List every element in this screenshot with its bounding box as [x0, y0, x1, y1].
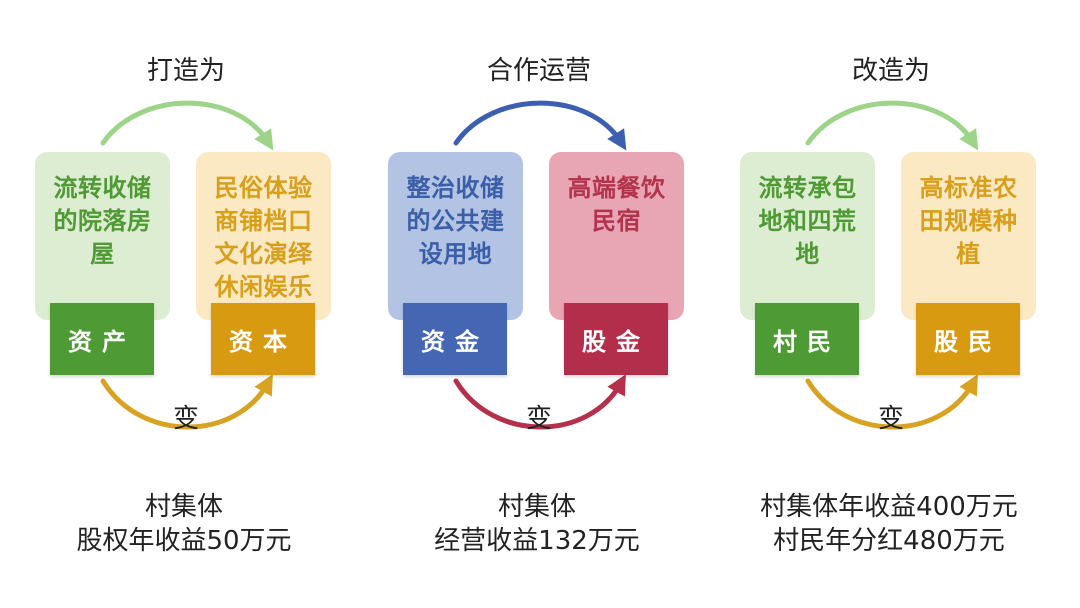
transform-label: 改造为 [851, 56, 930, 86]
result-text: 村集体股权年收益50万元 [34, 490, 334, 558]
change-label: 变 [877, 404, 904, 434]
result-line-2: 股权年收益50万元 [76, 526, 292, 556]
group-3: 改造为流转承包 地和四荒 地高标准农 田规模种 植村民股民变村集体年收益400万… [705, 0, 1065, 608]
left-tag: 资金 [403, 303, 507, 375]
result-line-1: 村集体年收益400万元 [760, 492, 1018, 522]
result-line-2: 村民年分红480万元 [773, 526, 1005, 556]
right-tag: 股金 [564, 303, 668, 375]
change-label: 变 [172, 404, 199, 434]
result-line-1: 村集体 [144, 492, 223, 522]
left-card-text: 整治收储 的公共建 设用地 [406, 174, 505, 268]
group-1: 打造为流转收储 的院落房 屋民俗体验 商铺档口 文化演绎 休闲娱乐资产资本变村集… [0, 0, 360, 608]
group-2: 合作运营整治收储 的公共建 设用地 高端餐饮 民宿资金股金变村集体经营收益132万… [353, 0, 713, 608]
right-tag: 资本 [211, 303, 315, 375]
right-card-text: 民俗体验 商铺档口 文化演绎 休闲娱乐 [214, 174, 313, 301]
right-tag: 股民 [916, 303, 1020, 375]
left-tag: 村民 [755, 303, 859, 375]
left-tag: 资产 [50, 303, 154, 375]
left-card: 整治收储 的公共建 设用地 [388, 152, 523, 320]
arrows-layer [453, 100, 627, 430]
right-card: 民俗体验 商铺档口 文化演绎 休闲娱乐 [196, 152, 331, 320]
right-card-text: 高标准农 田规模种 植 [919, 174, 1018, 268]
top-arrow [453, 100, 627, 151]
left-card: 流转收储 的院落房 屋 [35, 152, 170, 320]
top-arrow [100, 100, 274, 151]
transform-label: 打造为 [146, 56, 225, 86]
bottom-arrow [100, 374, 273, 430]
result-text: 村集体经营收益132万元 [387, 490, 687, 558]
bottom-arrow [453, 374, 626, 430]
transform-label: 合作运营 [486, 56, 591, 86]
right-card: 高端餐饮 民宿 [549, 152, 684, 320]
right-card: 高标准农 田规模种 植 [901, 152, 1036, 320]
arrows-layer [805, 100, 979, 430]
top-arrow [805, 100, 979, 151]
right-card-text: 高端餐饮 民宿 [567, 174, 666, 235]
result-line-2: 经营收益132万元 [434, 526, 640, 556]
result-text: 村集体年收益400万元村民年分红480万元 [739, 490, 1039, 558]
bottom-arrow [805, 374, 978, 430]
left-card: 流转承包 地和四荒 地 [740, 152, 875, 320]
change-label: 变 [525, 404, 552, 434]
arrows-layer [100, 100, 274, 430]
result-line-1: 村集体 [497, 492, 576, 522]
left-card-text: 流转承包 地和四荒 地 [758, 174, 857, 268]
left-card-text: 流转收储 的院落房 屋 [53, 174, 152, 268]
